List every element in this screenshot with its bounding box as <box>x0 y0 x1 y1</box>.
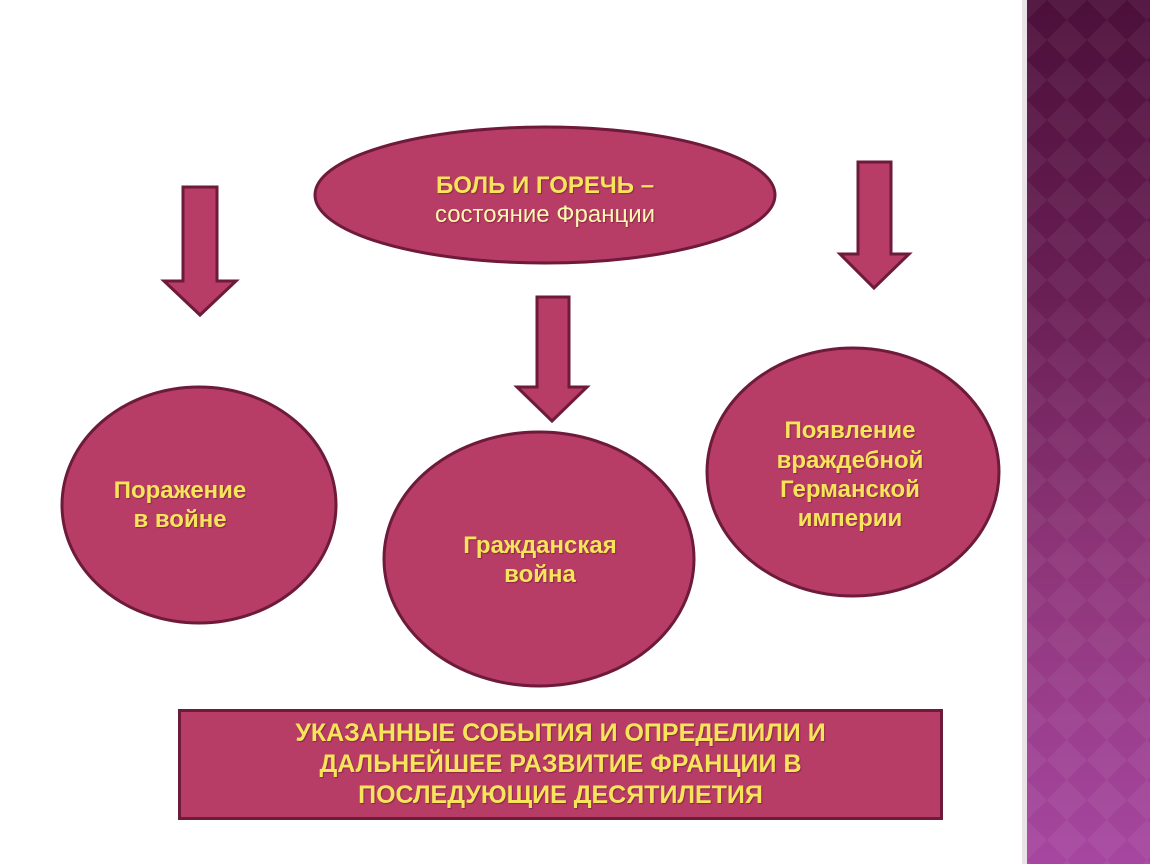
conclusion-line3: ПОСЛЕДУЮЩИЕ ДЕСЯТИЛЕТИЯ <box>358 781 763 810</box>
decorative-side-band <box>1027 0 1150 864</box>
down-arrow-left <box>160 185 240 318</box>
top-node-line2: состояние Франции <box>434 201 656 228</box>
center-node-label: Гражданская война <box>400 505 680 615</box>
center-node-line2: война <box>504 561 576 588</box>
left-node-label: Поражение в войне <box>80 450 280 560</box>
right-node-line2: враждебной <box>776 446 924 474</box>
down-arrow-center <box>513 295 591 424</box>
conclusion-box: УКАЗАННЫЕ СОБЫТИЯ И ОПРЕДЕЛИЛИ И ДАЛЬНЕЙ… <box>178 709 943 820</box>
right-node-label: Появление враждебной Германской империи <box>730 395 970 555</box>
top-node-label: БОЛЬ И ГОРЕЧЬ – состояние Франции <box>340 155 750 245</box>
diagram-shapes <box>60 125 1001 688</box>
left-node-line2: в войне <box>133 506 227 533</box>
center-ellipse <box>382 430 696 688</box>
side-band-pattern <box>1027 0 1150 864</box>
side-band-edge <box>1022 0 1027 864</box>
right-ellipse <box>705 346 1001 598</box>
down-arrow-right <box>836 160 913 291</box>
top-ellipse <box>313 125 777 265</box>
top-node-line1: БОЛЬ И ГОРЕЧЬ – <box>435 171 655 199</box>
conclusion-line2: ДАЛЬНЕЙШЕЕ РАЗВИТИЕ ФРАНЦИИ В <box>319 749 802 778</box>
conclusion-line1: УКАЗАННЫЕ СОБЫТИЯ И ОПРЕДЕЛИЛИ И <box>295 718 826 747</box>
right-node-line1: Появление <box>784 417 916 445</box>
right-node-line3: Германской <box>780 476 920 503</box>
left-node-line1: Поражение <box>113 476 247 504</box>
center-node-line1: Гражданская <box>463 531 617 559</box>
left-ellipse <box>60 385 338 625</box>
right-node-line4: империи <box>797 505 903 533</box>
